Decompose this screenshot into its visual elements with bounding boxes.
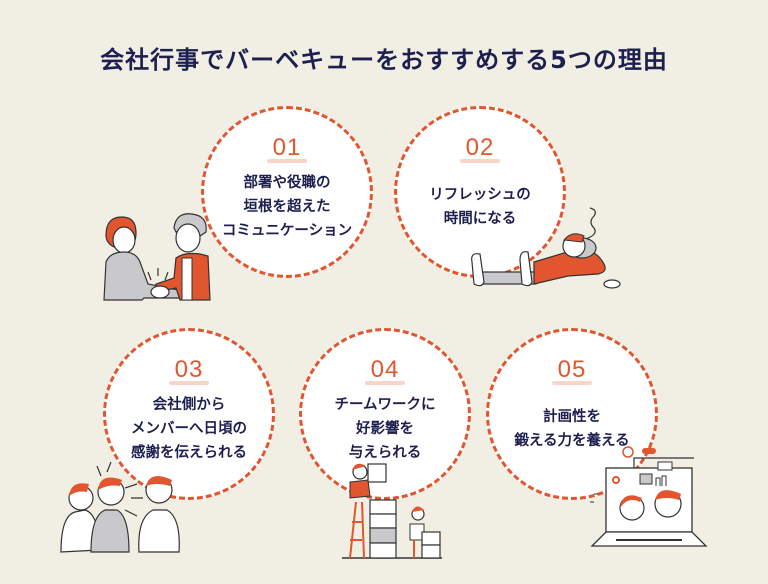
conversation-illustration [55, 458, 195, 554]
planning-laptop-illustration [588, 440, 708, 550]
reason-text: チームワークに 好影響を 与えられる [334, 397, 436, 461]
reason-text: 部署や役職の 垣根を超えた コミュニケーション [221, 175, 353, 239]
reason-number: 01 [266, 134, 307, 163]
reason-card-03: 03 会社側から メンバーへ日頃の 感謝を伝えられる [103, 328, 275, 500]
handshake-illustration [92, 200, 222, 310]
reason-number: 03 [168, 356, 209, 385]
planning-laptop-icon [590, 446, 708, 547]
reason-text: 会社側から メンバーへ日頃の 感謝を伝えられる [131, 397, 247, 461]
reason-card-02: 02 リフレッシュの 時間になる [394, 106, 566, 278]
handshake-icon [103, 213, 211, 301]
reason-number: 04 [364, 356, 405, 385]
reason-card-01: 01 部署や役職の 垣根を超えた コミュニケーション [201, 106, 373, 278]
conversation-icon [60, 461, 180, 553]
reason-text: リフレッシュの 時間になる [429, 187, 531, 227]
reason-number: 05 [551, 356, 592, 385]
resting-person-icon [471, 207, 621, 289]
reason-text: 計画性を 鍛える力を養える [514, 409, 630, 449]
reason-number: 02 [459, 134, 500, 163]
resting-person-illustration [462, 200, 622, 300]
page-title: 会社行事でバーベキューをおすすめする5つの理由 [100, 46, 668, 74]
teamwork-boxes-icon [342, 463, 442, 559]
teamwork-boxes-illustration [342, 462, 452, 562]
